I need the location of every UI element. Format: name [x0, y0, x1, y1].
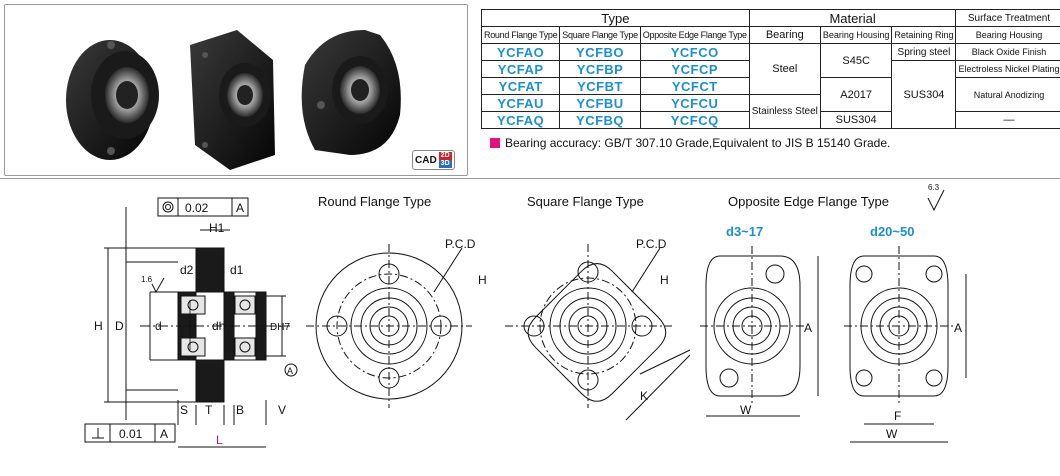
flatness-value: 0.02: [185, 201, 209, 215]
roughness-value: 6.3: [928, 183, 940, 192]
type-subheader-square: Square Flange Type: [559, 26, 641, 44]
round-pcd-label: P.C.D: [445, 237, 476, 251]
section-divider: [0, 178, 1060, 179]
section-view-drawing: [104, 207, 290, 448]
type-subheader-round: Round Flange Type: [480, 26, 561, 44]
opposite-large-a-label: A: [954, 321, 962, 335]
bearing-accuracy-note: Bearing accuracy: GB/T 307.10 Grade,Equi…: [490, 136, 890, 150]
dim-v: V: [278, 403, 286, 417]
perp-ref: A: [160, 427, 168, 441]
type-code: YCFBO: [559, 43, 641, 61]
type-code: YCFBT: [559, 77, 641, 95]
dim-h1: H1: [209, 221, 225, 235]
housing-s45c: S45C: [819, 43, 893, 78]
range-small-label: d3~17: [726, 224, 764, 239]
product-photo-panel: [4, 4, 468, 176]
cad-3d-icon: 3D: [438, 160, 452, 168]
dim-s: S: [180, 403, 188, 417]
dim-h-main: H: [94, 319, 103, 333]
surface-natural-anodizing: Natural Anodizing: [955, 77, 1060, 112]
material-header: Material: [748, 9, 957, 27]
dim-d2: d2: [180, 263, 194, 277]
datum-a-label: A: [287, 366, 293, 376]
dim-d1: d1: [230, 263, 244, 277]
note-marker-icon: [490, 138, 500, 148]
opposite-edge-title: Opposite Edge Flange Type: [728, 194, 889, 209]
dim-d: d: [155, 319, 162, 333]
square-flange-photo: [190, 30, 275, 170]
square-flange-drawing: [505, 244, 691, 421]
opposite-large-f-label: F: [894, 409, 901, 423]
round-h-label: H: [478, 273, 487, 287]
opposite-small-w-label: W: [740, 403, 752, 417]
cad-badge[interactable]: CAD 2D 3D: [412, 150, 455, 170]
square-flange-title: Square Flange Type: [527, 194, 644, 209]
dim-t: T: [205, 403, 213, 417]
type-code: YCFAU: [480, 94, 561, 112]
opposite-edge-large-drawing: [844, 246, 967, 443]
material-subheader-housing: Bearing Housing: [819, 26, 893, 44]
datum-a-circle: [284, 363, 298, 377]
material-subheader-bearing: Bearing: [748, 26, 821, 44]
roughness-small-value: 1.6: [141, 275, 153, 284]
type-code: YCFBQ: [559, 111, 641, 129]
opposite-edge-small-drawing: [700, 246, 819, 417]
type-code: YCFBU: [559, 94, 641, 112]
housing-sus304: SUS304: [819, 111, 893, 129]
square-pcd-label: P.C.D: [636, 237, 667, 251]
dim-dh: dh: [212, 319, 225, 333]
type-subheader-opposite: Opposite Edge Flange Type: [639, 26, 750, 44]
type-code: YCFCU: [639, 94, 750, 112]
flatness-tolerance-frame: [157, 197, 249, 217]
round-flange-title: Round Flange Type: [318, 194, 432, 209]
opposite-small-a-label: A: [804, 321, 812, 335]
surface-subheader: Bearing Housing: [955, 26, 1060, 44]
flatness-ref: A: [236, 201, 244, 215]
roughness-small-symbol: [151, 277, 165, 294]
perpendicularity-tolerance-frame: [84, 423, 176, 443]
round-flange-drawing: [306, 244, 472, 408]
material-subheader-ring: Retaining Ring: [891, 26, 957, 44]
cad-2d-icon: 2D: [438, 152, 452, 160]
type-header: Type: [481, 9, 750, 27]
round-flange-photo: [66, 40, 159, 160]
housing-a2017: A2017: [819, 77, 893, 112]
cad-dimension-icons: 2D 3D: [438, 152, 452, 168]
type-code: YCFCT: [639, 77, 750, 95]
type-code: YCFCP: [639, 60, 750, 78]
range-large-label: d20~50: [870, 224, 915, 239]
square-k-label: K: [640, 389, 648, 403]
surface-electroless-nickel: Electroless Nickel Plating: [955, 60, 1060, 78]
note-text: Bearing accuracy: GB/T 307.10 Grade,Equi…: [505, 136, 891, 150]
surface-black-oxide: Black Oxide Finish: [955, 43, 1060, 61]
dim-dh7: DH7: [270, 322, 290, 333]
cad-label: CAD: [415, 154, 437, 166]
type-code: YCFCQ: [639, 111, 750, 129]
ring-spring-steel: Spring steel: [891, 43, 957, 61]
ring-sus304: SUS304: [891, 60, 957, 129]
opposite-edge-flange-photo: [301, 30, 401, 155]
perp-value: 0.01: [119, 427, 143, 441]
dim-d-outer: D: [115, 319, 124, 333]
bearing-steel: Steel: [748, 43, 821, 95]
bearing-stainless: Stainless Steel: [748, 94, 821, 129]
roughness-symbol: [927, 189, 945, 212]
spec-table: Type Material Surface Treatment Round Fl…: [480, 9, 1060, 129]
surface-none: —: [955, 111, 1060, 129]
type-code: YCFAQ: [480, 111, 561, 129]
dim-b: B: [236, 403, 244, 417]
type-code: YCFAP: [480, 60, 561, 78]
type-code: YCFCO: [639, 43, 750, 61]
type-code: YCFBP: [559, 60, 641, 78]
type-code: YCFAT: [480, 77, 561, 95]
type-code: YCFAO: [480, 43, 561, 61]
surface-header: Surface Treatment: [955, 9, 1060, 27]
dim-l: L: [216, 433, 223, 447]
square-h-label: H: [660, 273, 669, 287]
opposite-large-w-label: W: [886, 427, 898, 441]
product-photos: [66, 30, 401, 170]
